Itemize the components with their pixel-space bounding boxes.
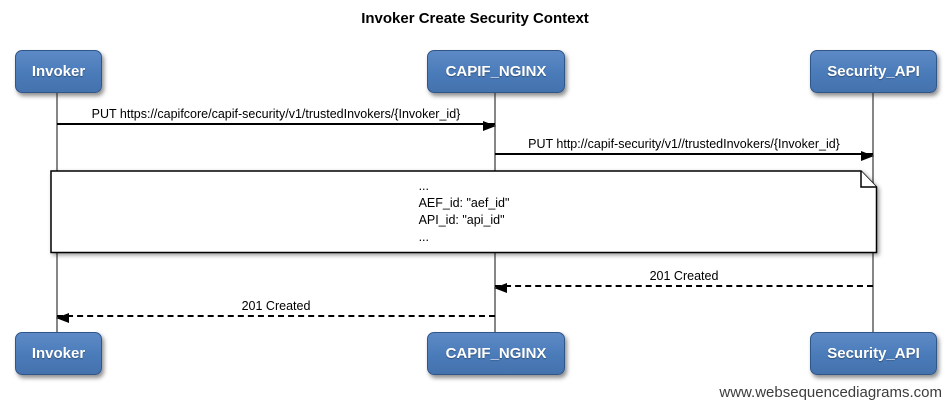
- note-line: API_id: "api_id": [418, 213, 505, 227]
- message-line: [494, 283, 873, 293]
- note-line: AEF_id: "aef_id": [418, 196, 510, 210]
- note-line: ...: [418, 179, 429, 193]
- diagram-title: Invoker Create Security Context: [361, 10, 589, 27]
- message-201-created-to-capif: 201 Created: [494, 268, 873, 293]
- actor-box-security-api-top: Security_API: [810, 50, 937, 93]
- actor-label-invoker: Invoker: [31, 345, 86, 362]
- actor-box-invoker-bottom: Invoker: [15, 332, 102, 375]
- message-line: [495, 151, 874, 161]
- message-label: 201 Created: [241, 299, 311, 313]
- note-fold-icon: [860, 171, 877, 188]
- actor-box-capif-nginx-bottom: CAPIF_NGINX: [427, 332, 565, 375]
- message-put-trusted-invokers-internal: PUT http://capif-security/v1//trustedInv…: [495, 136, 874, 161]
- message-label: 201 Created: [649, 269, 719, 283]
- message-put-trusted-invokers-capifcore: PUT https://capifcore/capif-security/v1/…: [57, 106, 496, 131]
- arrowhead-left-icon: [56, 313, 69, 323]
- actor-box-capif-nginx-top: CAPIF_NGINX: [427, 50, 565, 93]
- message-label: PUT http://capif-security/v1//trustedInv…: [528, 137, 840, 151]
- arrowhead-right-icon: [483, 121, 496, 131]
- actor-box-invoker-top: Invoker: [15, 50, 102, 93]
- note-shape: [50, 170, 878, 254]
- message-201-created-to-invoker: 201 Created: [56, 298, 495, 323]
- actor-label-security-api: Security_API: [827, 345, 920, 362]
- actor-box-security-api-bottom: Security_API: [810, 332, 937, 375]
- message-line: [56, 313, 495, 323]
- arrowhead-right-icon: [861, 151, 874, 161]
- actor-label-capif-nginx: CAPIF_NGINX: [445, 345, 547, 362]
- message-label: PUT https://capifcore/capif-security/v1/…: [91, 107, 461, 121]
- note-line: ...: [418, 230, 429, 244]
- arrowhead-left-icon: [494, 283, 507, 293]
- note-security-context-body: ... AEF_id: "aef_id" API_id: "api_id" ..…: [50, 170, 878, 254]
- actor-label-capif-nginx: CAPIF_NGINX: [445, 63, 547, 80]
- actor-label-security-api: Security_API: [827, 63, 920, 80]
- message-line: [57, 121, 496, 131]
- note-text: ... AEF_id: "aef_id" API_id: "api_id" ..…: [50, 170, 878, 254]
- actor-label-invoker: Invoker: [31, 63, 86, 80]
- watermark: www.websequencediagrams.com: [719, 384, 942, 401]
